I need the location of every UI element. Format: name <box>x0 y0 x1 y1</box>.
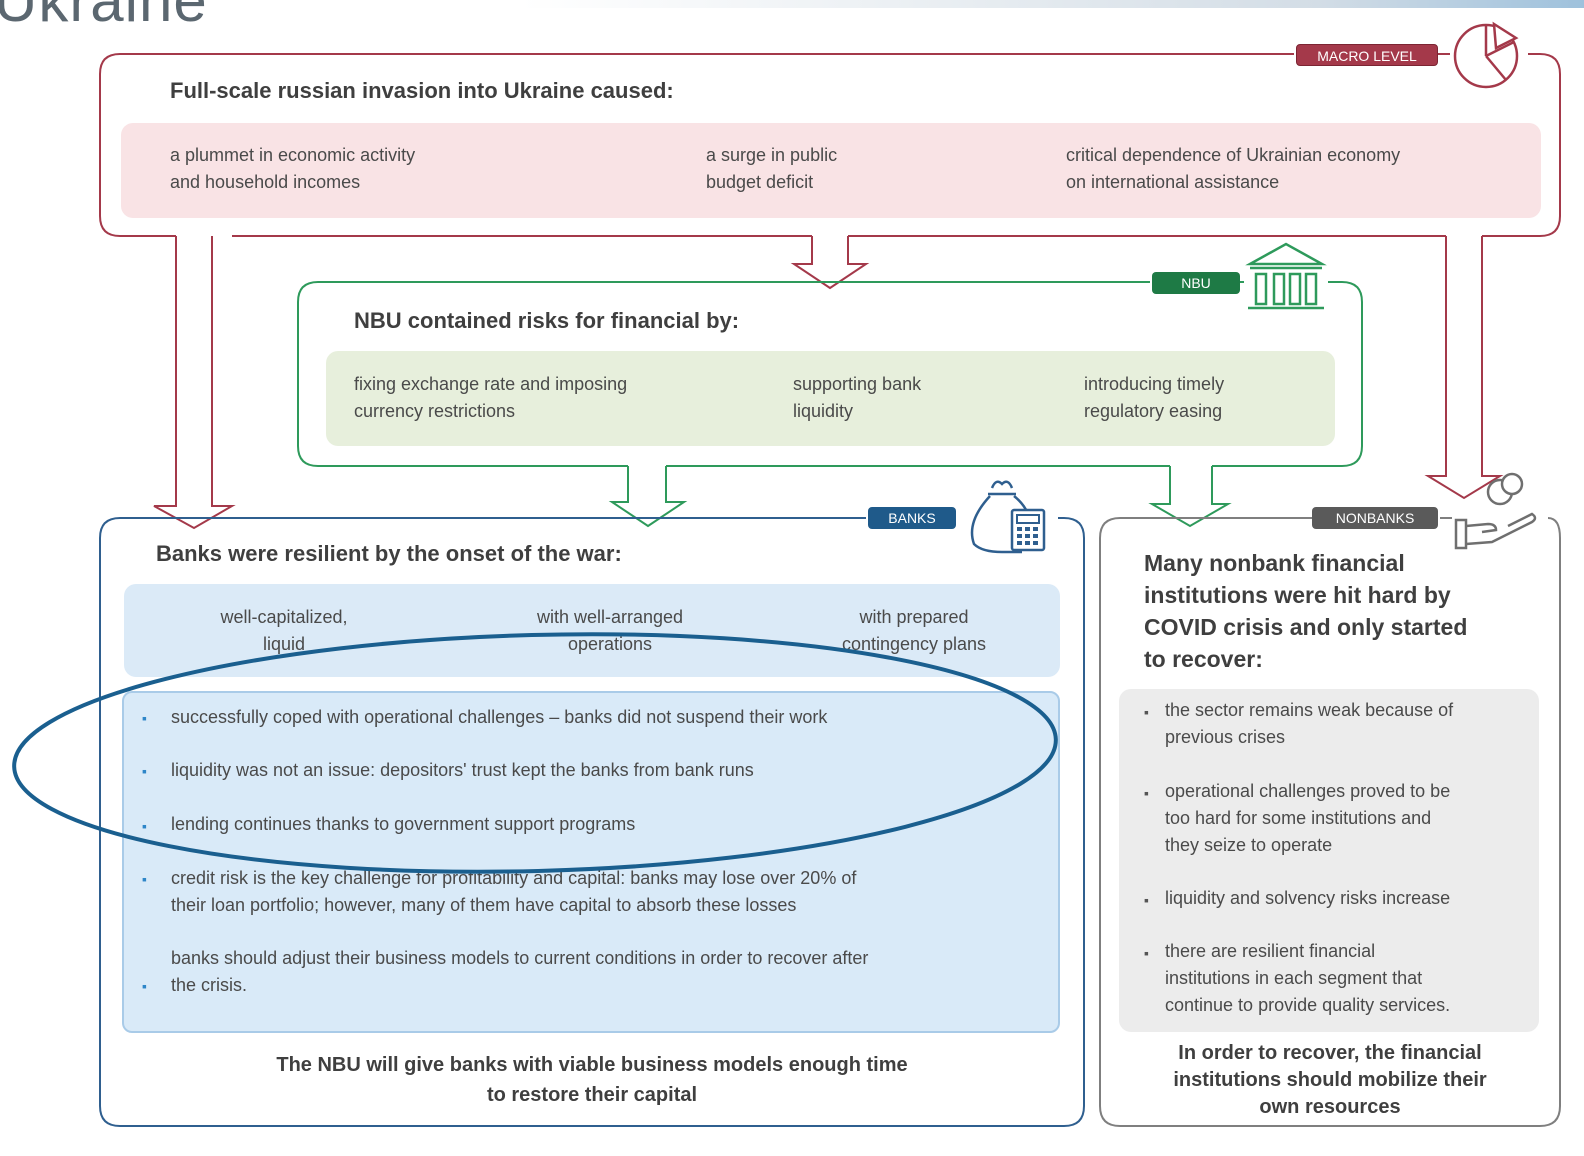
header-band <box>520 0 1584 8</box>
nonbanks-bullet-3: liquidity and solvency risks increase <box>1165 888 1451 908</box>
banks-title: Banks were resilient by the onset of the… <box>156 541 622 566</box>
macro-frame <box>99 53 1294 237</box>
banks-conclusion: The NBU will give banks with viable busi… <box>276 1054 908 1106</box>
page-heading-fragment: Ukraine <box>0 0 208 34</box>
bank-building-icon <box>1245 242 1327 310</box>
macro-effect-3: critical dependence of Ukrainian economy… <box>1066 145 1401 192</box>
bullet-marker: ▪ <box>1144 785 1149 801</box>
pie-chart-icon <box>1453 21 1519 89</box>
banks-bullet-1: successfully coped with operational chal… <box>171 707 828 727</box>
banks-bullet-5: banks should adjust their business model… <box>171 948 869 995</box>
nbu-frame <box>297 281 1150 467</box>
nbu-measures-panel <box>326 351 1335 446</box>
bullet-marker: ▪ <box>1144 945 1149 961</box>
bullet-marker: ▪ <box>142 763 147 779</box>
macro-title: Full-scale russian invasion into Ukraine… <box>170 78 674 103</box>
bullet-marker: ▪ <box>142 871 147 887</box>
nonbanks-title: Many nonbank financial institutions were… <box>1144 550 1468 672</box>
nonbanks-conclusion: In order to recover, the financial insti… <box>1173 1042 1487 1118</box>
bullet-marker: ▪ <box>142 818 147 834</box>
bullet-marker: ▪ <box>142 978 147 994</box>
nonbanks-frame <box>1099 517 1561 1127</box>
bullet-marker: ▪ <box>142 710 147 726</box>
nbu-tag: NBU <box>1152 272 1240 294</box>
macro-arrow-left <box>153 236 236 530</box>
hand-coins-icon <box>1454 472 1537 550</box>
bullet-marker: ▪ <box>1144 704 1149 720</box>
nbu-arrow-nonbanks <box>1148 466 1232 528</box>
nonbanks-bullets-panel <box>1119 689 1539 1032</box>
macro-arrow-right <box>1424 236 1504 500</box>
banks-bullet-4: credit risk is the key challenge for pro… <box>171 868 857 915</box>
macro-effects-panel <box>121 123 1541 218</box>
banks-bullet-2: liquidity was not an issue: depositors' … <box>171 760 754 780</box>
macro-arrow-center <box>790 236 870 290</box>
money-bag-calculator-icon <box>970 480 1046 554</box>
banks-frame <box>99 517 1085 1127</box>
nbu-title: NBU contained risks for financial by: <box>354 308 740 333</box>
bullet-marker: ▪ <box>1144 892 1149 908</box>
banks-trait-1: well-capitalized,liquid <box>220 607 348 654</box>
banks-tag: BANKS <box>868 507 956 529</box>
banks-bullet-3: lending continues thanks to government s… <box>171 814 636 834</box>
nbu-arrow-banks <box>608 466 688 528</box>
nonbanks-tag: NONBANKS <box>1312 507 1438 529</box>
macro-level-tag: MACRO LEVEL <box>1296 44 1438 66</box>
